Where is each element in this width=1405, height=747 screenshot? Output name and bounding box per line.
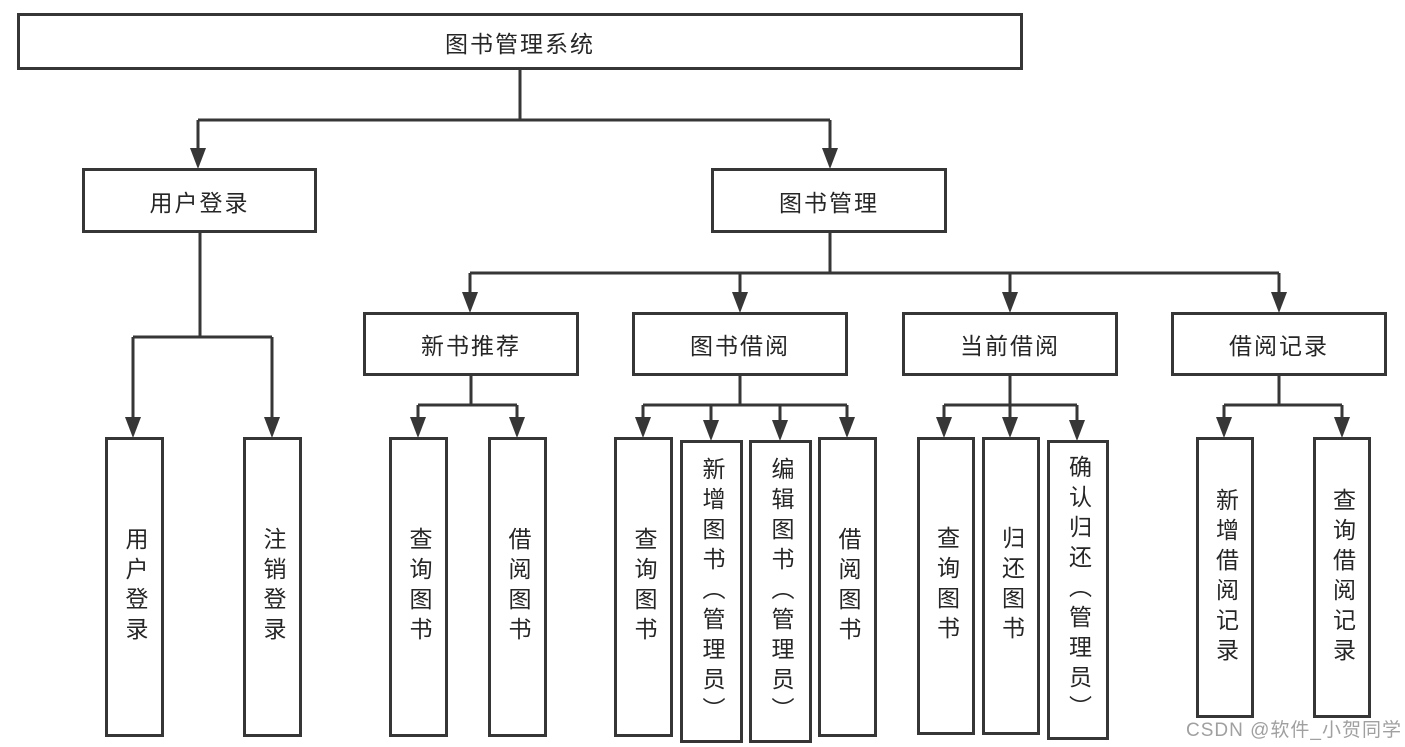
arrow-icon: [410, 417, 426, 438]
arrow-icon: [1069, 420, 1085, 441]
leaf-query-borrow-record-label: 查询借阅记录: [1329, 487, 1356, 668]
arrow-icon: [125, 417, 141, 438]
leaf-edit-book-admin-label: 编辑图书（管理员）: [768, 456, 794, 727]
leaf-return-books-label: 归还图书: [998, 526, 1025, 646]
arrow-icon: [1002, 417, 1018, 438]
leaf-logout-login-label: 注销登录: [260, 527, 286, 647]
leaf-logout-login: 注销登录: [243, 437, 302, 737]
node-book-management: 图书管理: [711, 168, 947, 233]
node-current-borrowing: 当前借阅: [902, 312, 1118, 376]
leaf-confirm-return-admin: 确认归还（管理员）: [1047, 440, 1109, 740]
leaf-return-books: 归还图书: [982, 437, 1040, 735]
leaf-borrow-books-2: 借阅图书: [818, 437, 877, 737]
leaf-borrow-books-1: 借阅图书: [488, 437, 547, 737]
leaf-query-borrow-record: 查询借阅记录: [1313, 437, 1371, 718]
arrowheads: [125, 148, 1350, 441]
arrow-icon: [772, 420, 788, 441]
leaf-query-books-3-label: 查询图书: [933, 526, 960, 646]
connector-root-to-level2: [196, 70, 832, 150]
leaf-query-books-1: 查询图书: [389, 437, 448, 737]
arrow-icon: [635, 417, 651, 438]
leaf-add-borrow-record: 新增借阅记录: [1196, 437, 1254, 718]
arrow-icon: [509, 417, 525, 438]
connector-user-login-branch: [131, 233, 274, 419]
connector-borrow-records-branch: [1222, 375, 1344, 419]
leaf-user-login: 用户登录: [105, 437, 164, 737]
leaf-user-login-label: 用户登录: [122, 527, 148, 647]
node-current-borrowing-label: 当前借阅: [960, 333, 1060, 359]
node-user-login-label: 用户登录: [149, 189, 250, 216]
connector-current-borrow-branch: [942, 375, 1079, 422]
node-book-borrowing: 图书借阅: [632, 312, 848, 376]
leaf-add-book-admin: 新增图书（管理员）: [680, 440, 743, 743]
connector-new-book-branch: [416, 375, 519, 419]
leaf-edit-book-admin: 编辑图书（管理员）: [749, 440, 812, 743]
node-book-management-label: 图书管理: [779, 189, 879, 216]
leaf-add-borrow-record-label: 新增借阅记录: [1212, 487, 1239, 668]
arrow-icon: [732, 292, 748, 313]
arrow-icon: [936, 417, 952, 438]
node-user-login: 用户登录: [82, 168, 317, 233]
leaf-add-book-admin-label: 新增图书（管理员）: [699, 456, 725, 727]
arrow-icon: [462, 292, 478, 313]
arrow-icon: [264, 417, 280, 438]
leaf-query-books-3: 查询图书: [917, 437, 975, 735]
arrow-icon: [1334, 417, 1350, 438]
node-library-system: 图书管理系统: [17, 13, 1023, 70]
connector-book-mgmt-branch: [468, 233, 1281, 294]
node-new-book-recommend-label: 新书推荐: [421, 333, 521, 359]
arrow-icon: [1271, 292, 1287, 313]
arrow-icon: [839, 417, 855, 438]
arrow-icon: [822, 148, 838, 169]
leaf-borrow-books-2-label: 借阅图书: [835, 527, 861, 647]
node-new-book-recommend: 新书推荐: [363, 312, 579, 376]
node-book-borrowing-label: 图书借阅: [690, 333, 790, 359]
leaf-confirm-return-admin-label: 确认归还（管理员）: [1065, 455, 1092, 725]
node-borrow-records: 借阅记录: [1171, 312, 1387, 376]
leaf-query-books-1-label: 查询图书: [406, 527, 432, 647]
node-library-system-label: 图书管理系统: [445, 30, 595, 57]
arrow-icon: [1216, 417, 1232, 438]
leaf-query-books-2-label: 查询图书: [631, 527, 657, 647]
leaf-borrow-books-1-label: 借阅图书: [505, 527, 531, 647]
node-borrow-records-label: 借阅记录: [1229, 333, 1329, 359]
leaf-query-books-2: 查询图书: [614, 437, 673, 737]
watermark: CSDN @软件_小贺同学: [1186, 720, 1402, 741]
arrow-icon: [1002, 292, 1018, 313]
arrow-icon: [703, 420, 719, 441]
arrow-icon: [190, 148, 206, 169]
connector-book-borrow-branch: [641, 375, 849, 422]
